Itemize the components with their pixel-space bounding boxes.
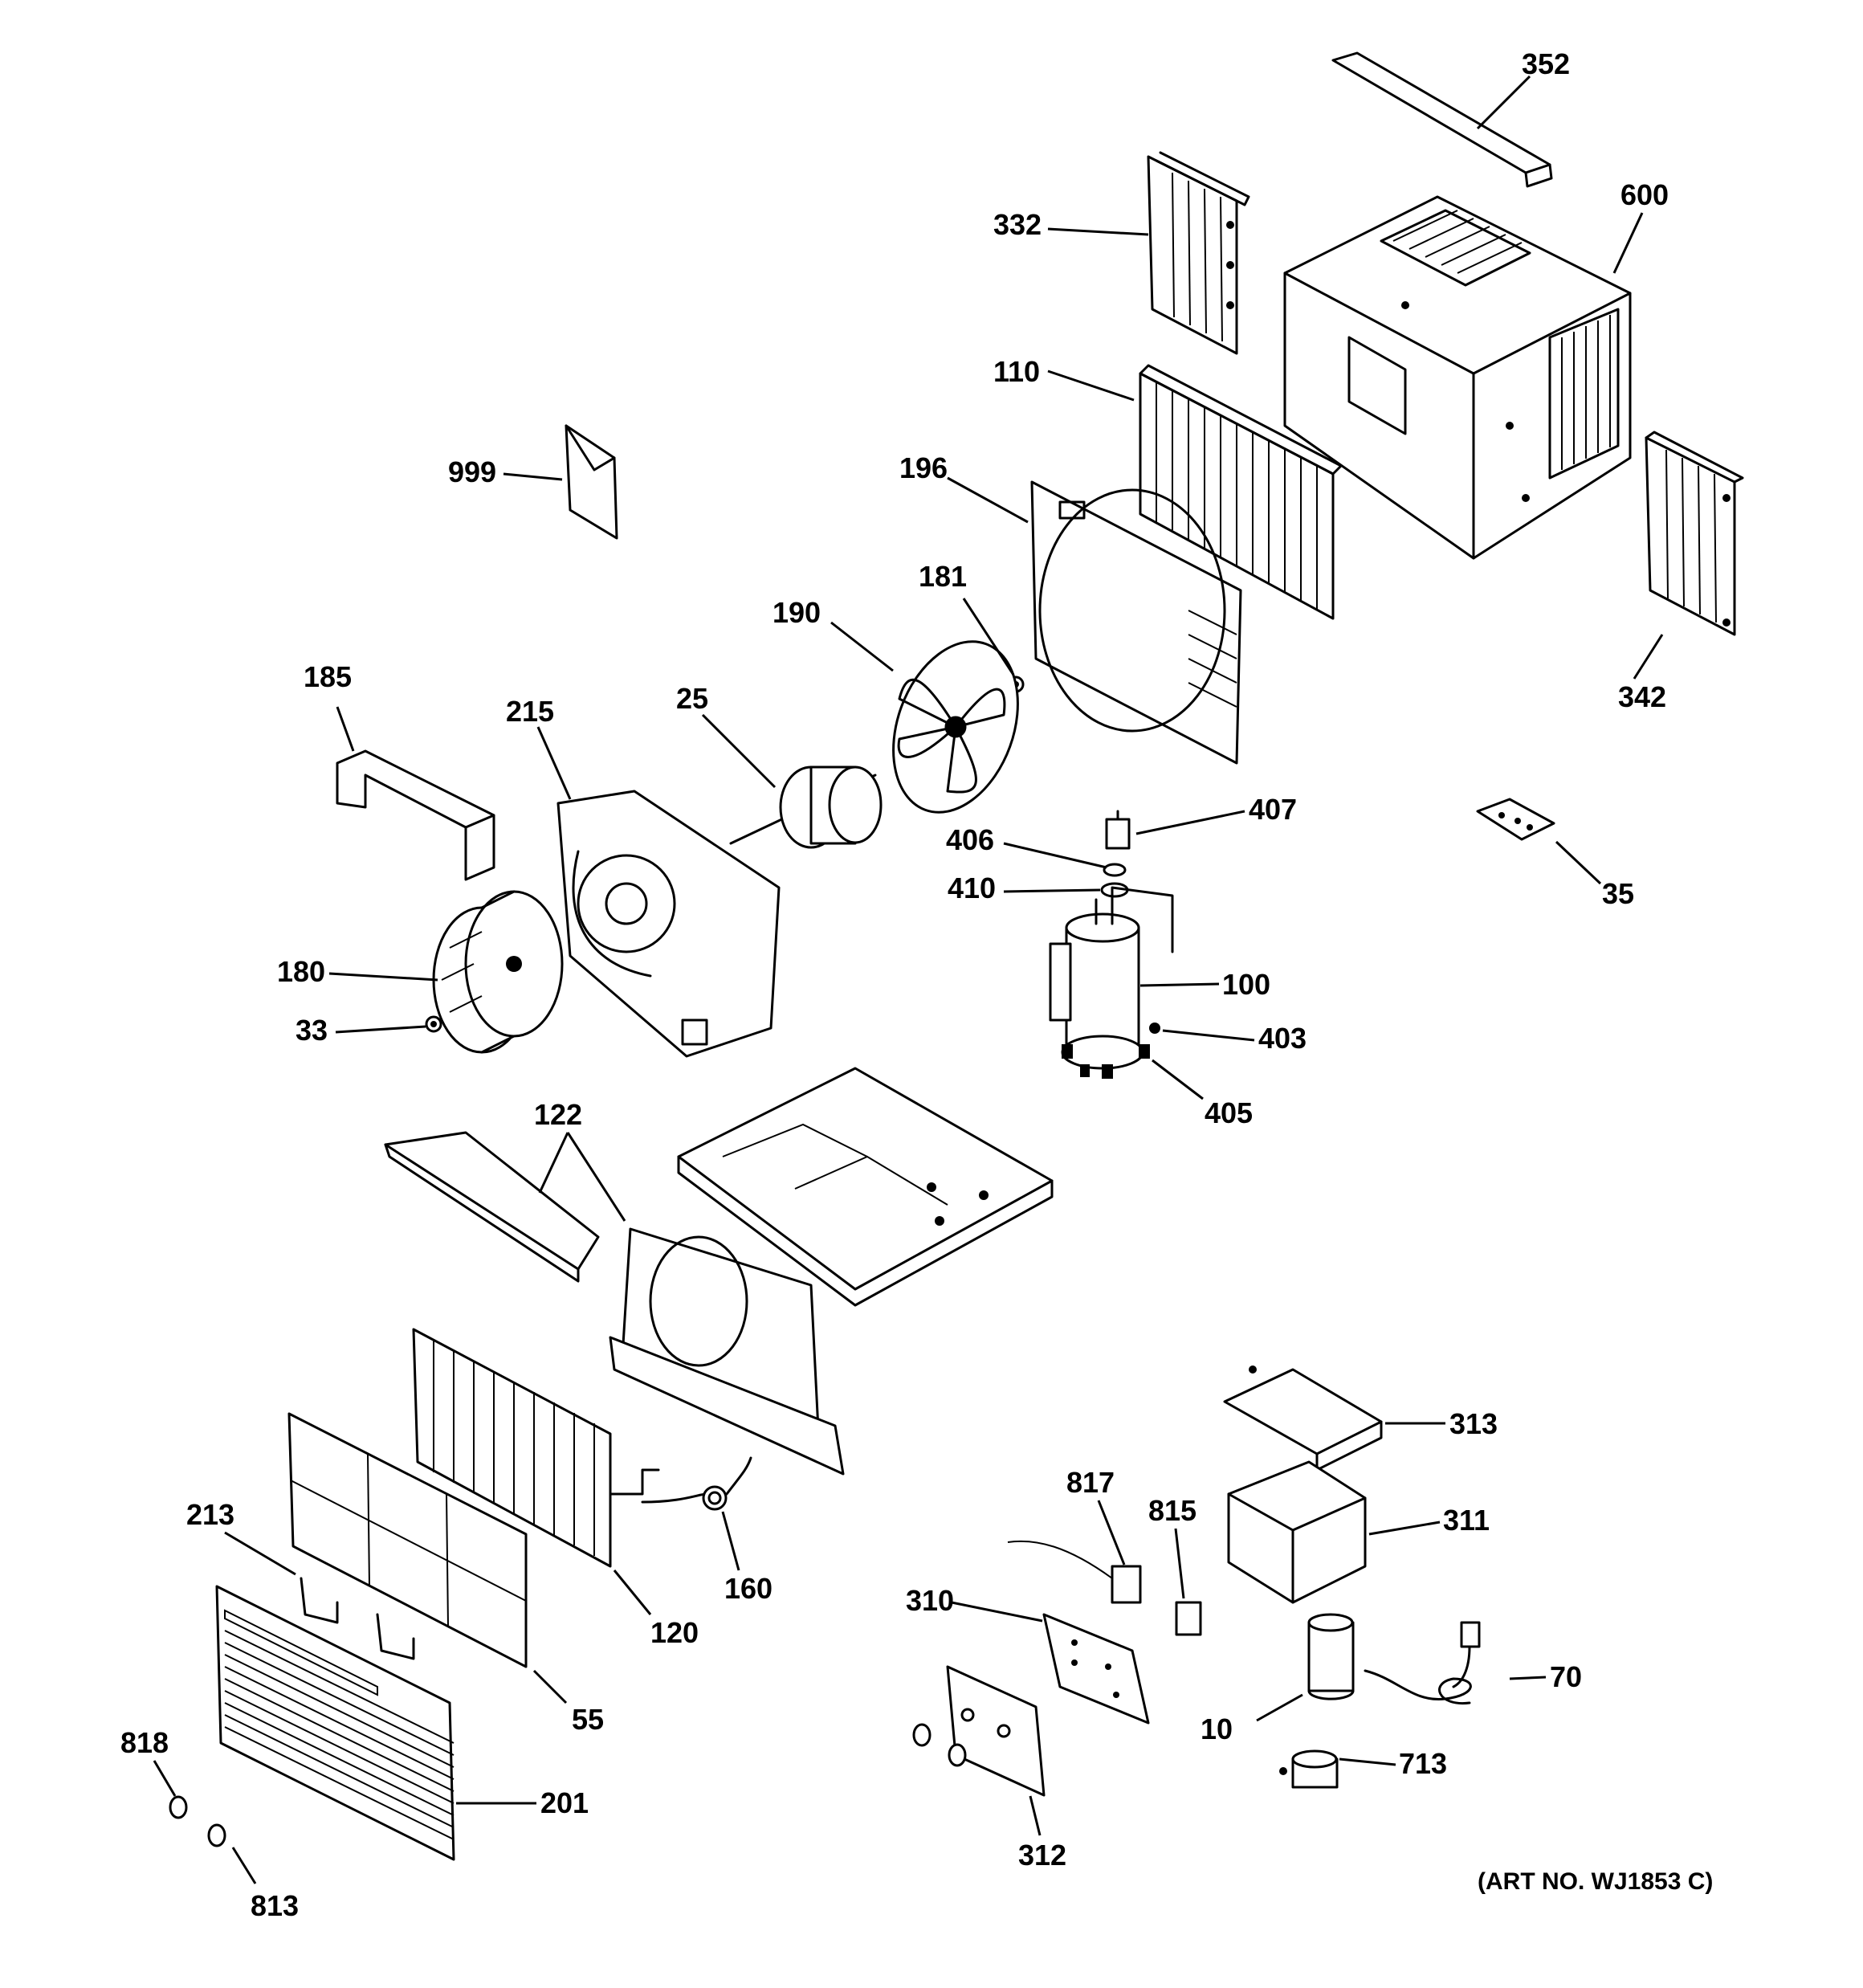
part-25-fan-motor [729,765,883,849]
callout-120: 120 [650,1616,699,1649]
callout-122: 122 [534,1098,582,1131]
part-407-overload [1105,810,1131,850]
callout-342: 342 [1618,680,1666,713]
part-817-selector-switch [1007,1540,1142,1604]
part-342-side-panel [1645,431,1744,636]
callout-160: 160 [724,1572,773,1605]
callout-818: 818 [120,1726,169,1759]
part-10-capacitor [1307,1613,1355,1700]
art-number: (ART NO. WJ1853 C) [1478,1868,1713,1895]
callout-352: 352 [1522,47,1570,80]
part-311-control-box [1227,1460,1367,1604]
partition-panel [609,1227,845,1476]
callout-190: 190 [773,596,821,629]
callout-813: 813 [251,1889,299,1922]
callout-713: 713 [1399,1747,1447,1780]
callout-312: 312 [1018,1839,1066,1872]
callout-110: 110 [993,355,1040,388]
part-215-blower-housing [556,790,781,1058]
part-160-capillary [641,1456,752,1511]
part-201-front-grille [215,1585,455,1861]
part-713-capacitor-strap [1279,1749,1339,1789]
part-818-knob [169,1795,188,1819]
part-110-condenser-coil [1139,364,1343,620]
part-313-control-cover [1223,1365,1383,1472]
part-120-evaporator-coil [412,1328,660,1568]
part-999-literature [565,424,618,540]
callout-labels: 352 600 332 110 999 196 181 190 185 215 … [120,47,1669,1922]
callout-600: 600 [1620,178,1669,211]
callout-185: 185 [304,660,352,693]
callout-815: 815 [1148,1494,1196,1527]
callout-215: 215 [506,695,554,728]
callout-213: 213 [186,1498,234,1531]
callout-313: 313 [1449,1407,1498,1440]
callout-100: 100 [1222,968,1270,1001]
callout-55: 55 [572,1703,604,1736]
part-813-knob [207,1823,226,1847]
leader-lines [153,75,1664,1884]
part-55-air-filter [287,1412,528,1668]
callout-201: 201 [540,1786,589,1819]
part-196-shroud [1030,480,1242,765]
part-310-control-panel [1042,1613,1150,1725]
part-35-parts-bag [1476,798,1555,841]
callout-10: 10 [1201,1712,1233,1745]
callout-999: 999 [448,455,496,488]
part-406-terminal-cover [1103,863,1127,877]
part-70-power-cord [1364,1621,1481,1705]
callout-310: 310 [906,1584,954,1617]
callout-332: 332 [993,208,1042,241]
part-405-mount-nuts [1062,1044,1150,1079]
part-180-blower-wheel [432,890,564,1054]
callout-33: 33 [296,1014,328,1047]
callout-196: 196 [899,451,948,484]
callout-311: 311 [1443,1504,1490,1537]
part-332-side-panel [1147,151,1250,355]
callout-403: 403 [1258,1022,1307,1055]
part-100-compressor [1049,886,1174,1070]
callout-70: 70 [1550,1660,1582,1693]
part-190-condenser-fan [892,640,1019,814]
part-600-cabinet [1283,195,1632,560]
part-213-brackets [300,1577,415,1660]
callout-181: 181 [919,560,967,593]
callout-817: 817 [1066,1466,1115,1499]
base-pan [677,1067,1054,1307]
part-312-control-plate [912,1665,1046,1797]
callout-25: 25 [676,682,708,715]
callout-180: 180 [277,955,325,988]
callout-35: 35 [1602,877,1634,910]
callout-407: 407 [1249,793,1297,826]
callout-410: 410 [948,872,996,904]
callout-405: 405 [1205,1096,1253,1129]
part-352-top-rail [1331,51,1553,188]
callout-406: 406 [946,823,994,856]
part-33-nut [425,1015,442,1033]
part-122-insulation [384,1131,600,1283]
part-403-grommet [1149,1023,1160,1034]
part-185-duct-cover [336,749,495,881]
part-815-thermostat [1175,1601,1202,1636]
